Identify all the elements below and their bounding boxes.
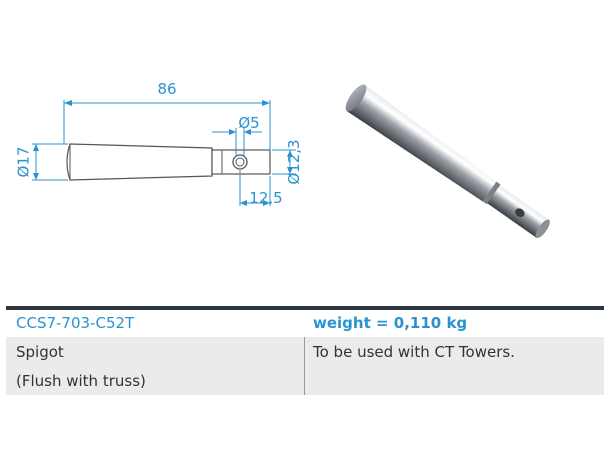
tip-length-dimension: 12,5 [239,170,283,207]
hole-diameter-dimension: Ø5 [212,114,262,156]
spigot-3d-render [345,84,550,239]
product-weight: weight = 0,110 kg [313,314,468,332]
product-name-note: (Flush with truss) [16,372,146,390]
header-rule [6,306,604,310]
body-diameter-dimension: Ø17 [15,143,68,181]
spec-header-row: CCS7-703-C52T weight = 0,110 kg [6,310,604,337]
spec-body-row: Spigot (Flush with truss) To be used wit… [6,337,604,395]
tip-diameter-dimension: Ø12,3 [272,139,303,185]
spigot-side-view [66,143,271,181]
tip-diameter-label: Ø12,3 [285,139,303,184]
technical-drawing: 86 Ø17 Ø5 Ø12,3 12,5 [15,80,550,239]
tip-length-label: 12,5 [249,189,282,207]
length-dimension: 86 [63,80,271,150]
product-usage: To be used with CT Towers. [313,343,515,361]
product-name: Spigot [16,343,64,361]
body-diameter-label: Ø17 [15,147,33,178]
hole-diameter-label: Ø5 [238,114,259,132]
length-label: 86 [157,80,176,98]
spigot-body-outline [66,143,213,181]
product-code: CCS7-703-C52T [16,314,135,332]
column-divider [304,337,305,395]
